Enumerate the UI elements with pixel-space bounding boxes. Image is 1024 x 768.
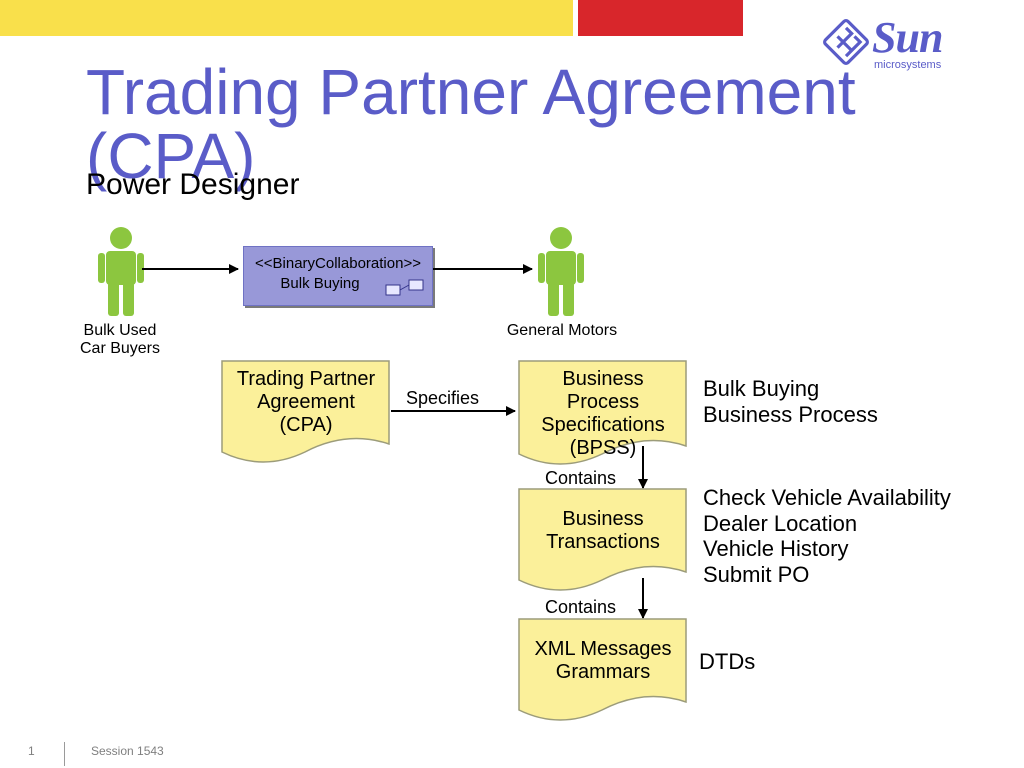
label-specifies: Specifies [406, 388, 480, 408]
collaboration-icon [385, 279, 424, 296]
annotation-business-transactions: Check Vehicle Availability Dealer Locati… [703, 485, 951, 587]
document-trading-partner-agreement: Trading Partner Agreement (CPA) [221, 360, 391, 480]
document-business-transactions: Business Transactions [518, 488, 688, 608]
actor-label-bulk-used-car-buyers: Bulk Used Car Buyers [79, 322, 161, 357]
document-shape [518, 618, 687, 721]
document-shape [518, 360, 687, 465]
page-number: 1 [28, 744, 35, 758]
header-bar-yellow [0, 0, 573, 36]
label-contains: Contains [545, 468, 617, 488]
sun-logo: Sun microsystems [822, 13, 952, 76]
collaboration-name: Bulk Buying [280, 275, 360, 292]
header-bar-red [578, 0, 743, 36]
person-icon [98, 227, 144, 316]
footer-divider [64, 742, 65, 766]
person-icon [538, 227, 584, 316]
actor-label-general-motors: General Motors [506, 322, 618, 339]
session-label: Session 1543 [91, 744, 164, 758]
document-shape [221, 360, 390, 463]
document-xml-messages-grammars: XML Messages Grammars [518, 618, 688, 738]
document-bpss: Business Process Specifications (BPSS) [518, 360, 688, 480]
label-contains: Contains [545, 597, 617, 617]
page-subtitle: Power Designer [86, 168, 300, 201]
annotation-bpss: Bulk Buying Business Process [703, 376, 878, 427]
sun-emblem-icon [823, 19, 869, 65]
collaboration-stereotype: <<BinaryCollaboration>> [255, 255, 421, 272]
document-shape [518, 488, 687, 591]
logo-wordmark: Sun [872, 13, 943, 62]
logo-subtext: microsystems [874, 59, 942, 71]
annotation-xml: DTDs [699, 649, 756, 674]
binary-collaboration-box: <<BinaryCollaboration>> Bulk Buying [243, 246, 433, 306]
page-title: Trading Partner Agreement (CPA) [86, 56, 856, 192]
